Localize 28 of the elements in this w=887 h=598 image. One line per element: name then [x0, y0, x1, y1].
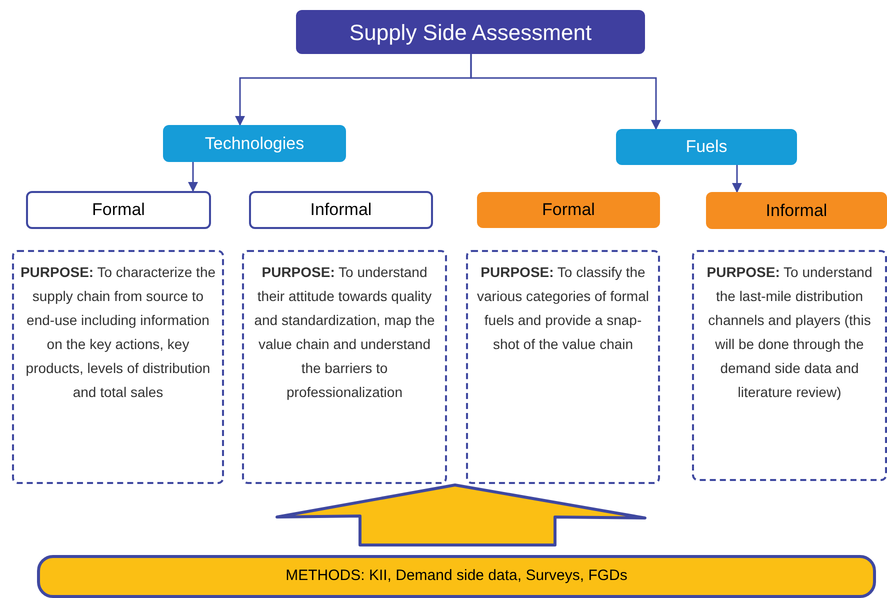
- category-box: [616, 129, 797, 165]
- subcategory-box: [706, 192, 887, 229]
- box-text: PURPOSE: To classify the various categories of formal fuels and provide a snap-shot of the value chain: [476, 263, 650, 354]
- purpose-box: [466, 250, 660, 484]
- arrow: [470, 54, 661, 130]
- subcategory-box: [249, 191, 433, 229]
- box-text: PURPOSE: To understand the last-mile distribution channels and players (this will be done through the demand side data and literature review): [706, 263, 874, 402]
- purpose-box: [12, 250, 224, 484]
- box-text: PURPOSE: To characterize the supply chain from source to end-use including information on the key actions, key products, levels of distribution and total sales: [19, 263, 217, 402]
- box-text: Formal: [92, 199, 145, 222]
- arrow: [188, 162, 198, 192]
- methods-bar: [37, 555, 876, 598]
- box-text: Informal: [310, 199, 372, 222]
- box-text: PURPOSE: To understand their attitude towards quality and standardization, map the value chain and understand the barriers to professionalization: [253, 263, 436, 402]
- category-box: [163, 125, 346, 162]
- box-text: METHODS: KII, Demand side data, Surveys, FGDs: [286, 566, 628, 586]
- box-text: Informal: [766, 200, 828, 222]
- title-box: [296, 10, 645, 54]
- box-text: Formal: [542, 199, 595, 222]
- box-text: Fuels: [686, 136, 728, 158]
- box-text: Technologies: [204, 132, 304, 155]
- purpose-box: [692, 250, 887, 481]
- block-arrow: [276, 484, 646, 546]
- purpose-box: [242, 250, 447, 484]
- subcategory-box: [26, 191, 211, 229]
- box-text: Supply Side Assessment: [349, 18, 592, 47]
- subcategory-box: [477, 192, 660, 228]
- arrow: [732, 165, 742, 193]
